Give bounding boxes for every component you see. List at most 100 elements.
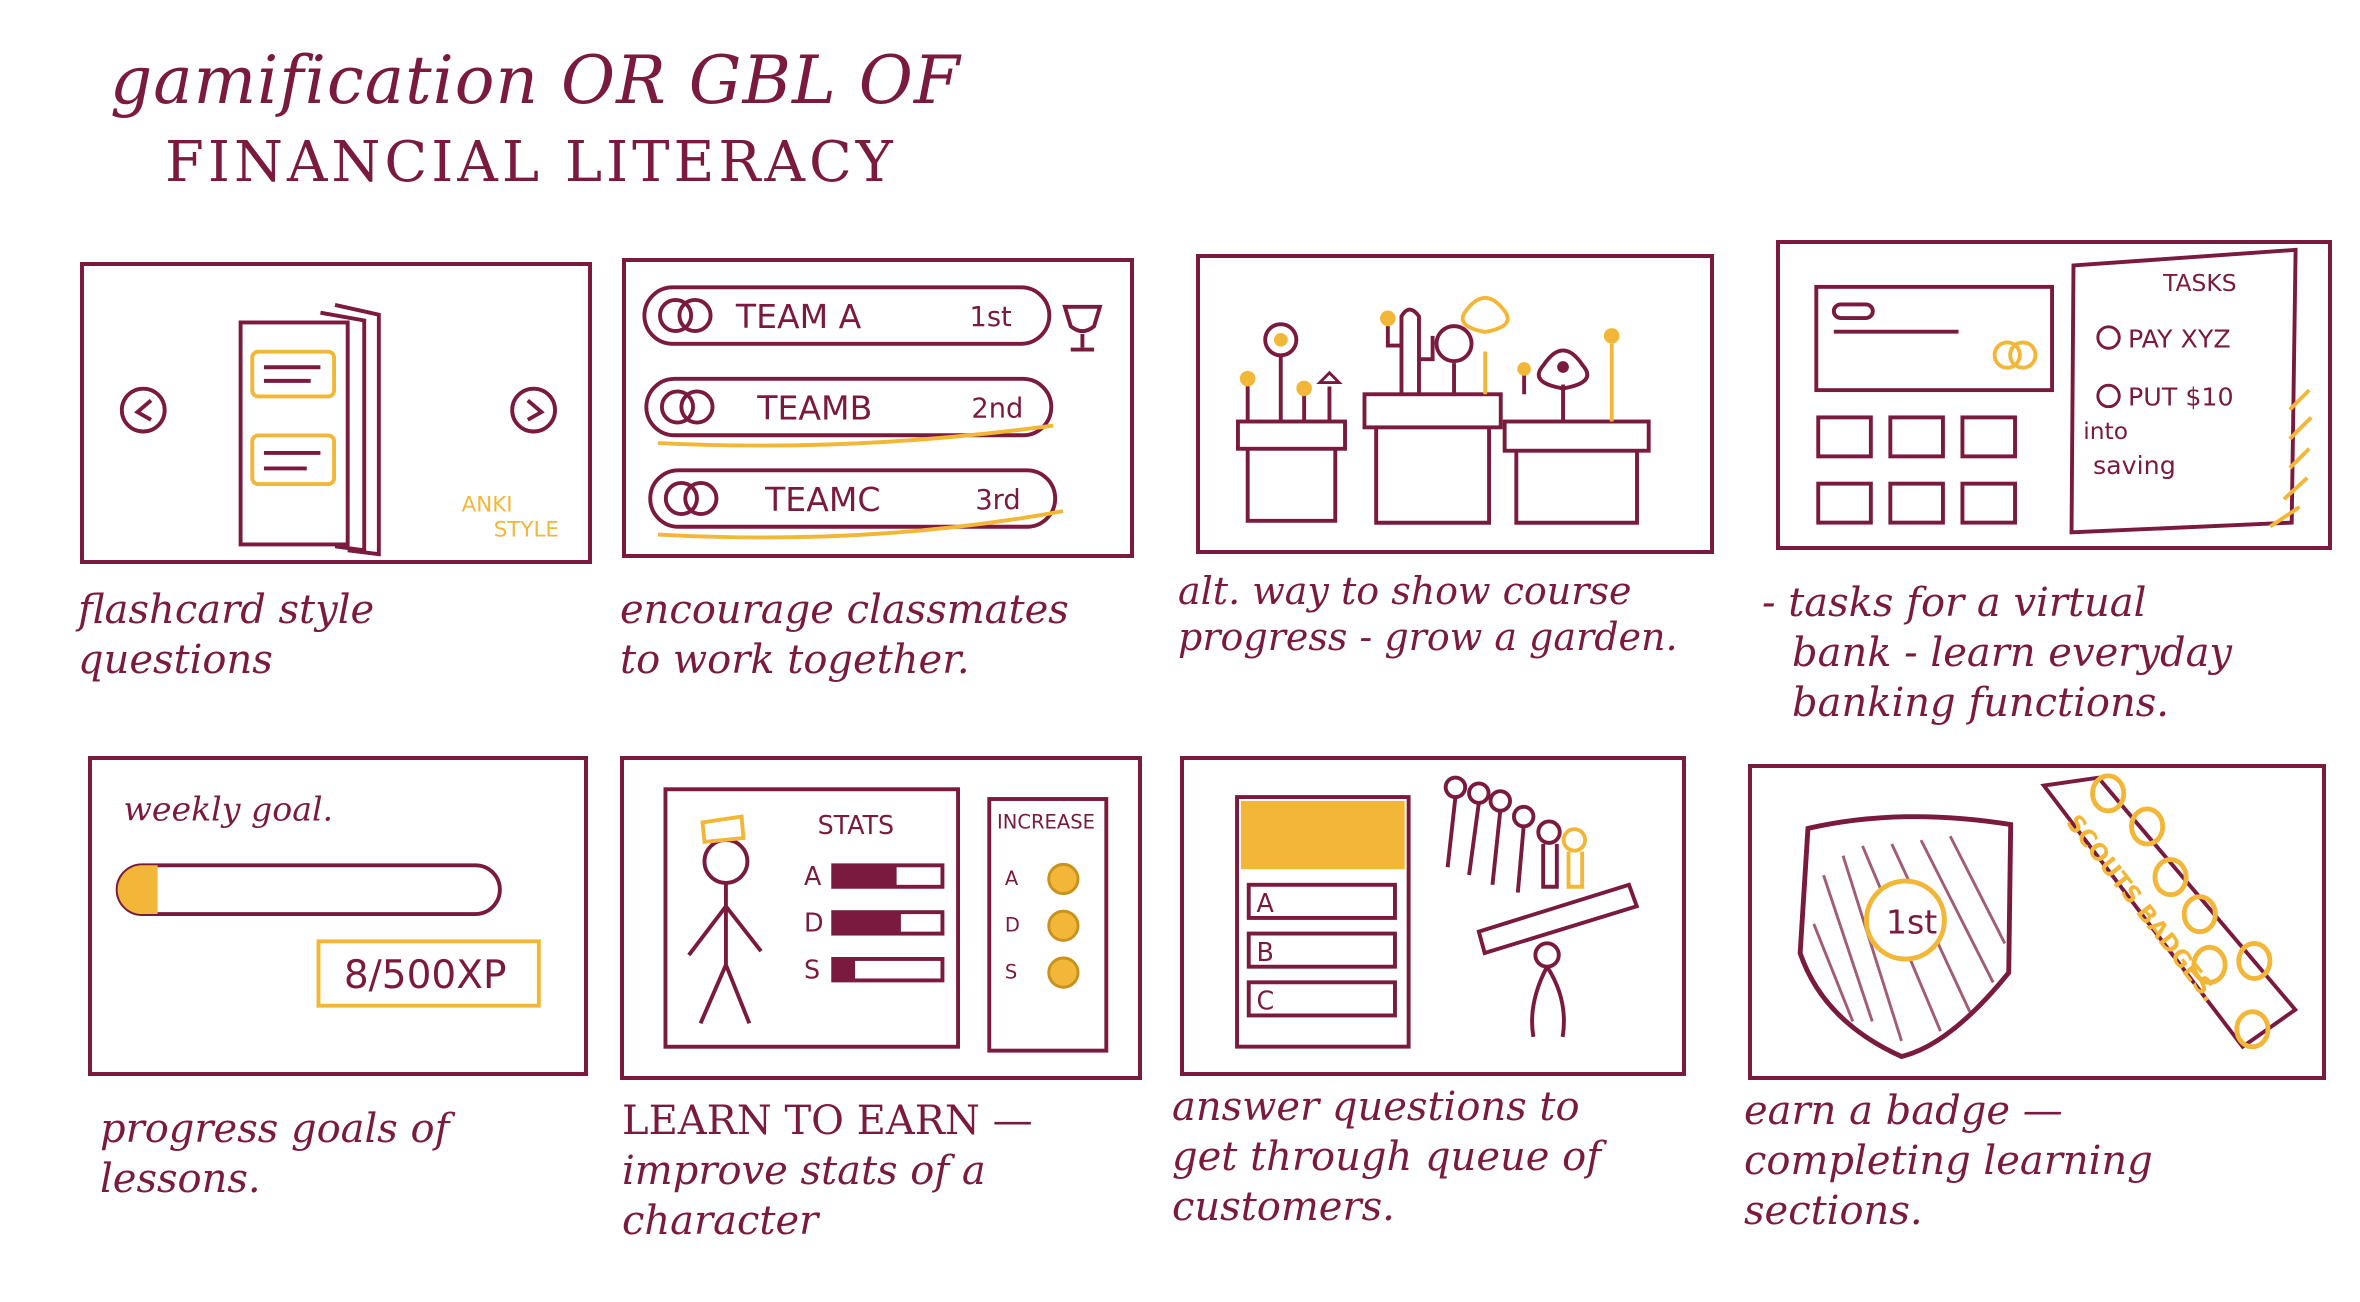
quiz-option: C (1246, 980, 1397, 1018)
task-2-line-1: PUT $10 (2128, 382, 2234, 412)
increase-label: A (1005, 867, 1019, 890)
caption-weekly-goal: progress goals of lessons. (100, 1104, 449, 1204)
title-line-2: FINANCIAL LITERACY (165, 130, 897, 195)
bank-tile (1816, 481, 1873, 525)
counter-desk (1476, 882, 1640, 956)
stat-label: S (804, 954, 820, 984)
badge-coin-icon (2236, 941, 2273, 981)
increase-title: INCREASE (997, 810, 1095, 833)
stat-label: D (804, 908, 824, 938)
teams-sketch: TEAM A 1st TEAMB 2nd TEAMC 3rd (642, 285, 1103, 540)
caption-line: LEARN TO EARN — (622, 1098, 1033, 1144)
page-title: gamification OR GBL OF FINANCIAL LITERAC… (110, 40, 1010, 204)
card-stack-back (334, 303, 381, 557)
caption-line: - tasks for a virtual (1762, 580, 2147, 626)
flower-icon (1296, 380, 1312, 422)
caption-line: get through queue of (1172, 1134, 1602, 1180)
team-rank: 1st (969, 302, 1012, 333)
flower-icon (1239, 370, 1256, 422)
stats-title: STATS (818, 810, 895, 840)
panel-stats: STATS A D S INCREASE A D S (620, 756, 1142, 1080)
team-rank: 2nd (971, 394, 1023, 425)
quiz-option: A (1246, 882, 1397, 920)
flashcard-answer-box (250, 433, 336, 487)
cashier-icon (1530, 941, 1566, 1038)
team-row: TEAMC 3rd (648, 468, 1064, 540)
bank-tile (1888, 481, 1945, 525)
anki-tag-line-2: STYLE (494, 518, 559, 543)
badge-coin-icon (2152, 857, 2189, 898)
team-row: TEAMB 2nd (644, 376, 1054, 448)
badge-coins (2090, 773, 2273, 1050)
flower-icon (1460, 295, 1510, 395)
character-card (663, 787, 960, 1049)
anki-tag-line-1: ANKI (462, 492, 513, 517)
panel-queue: A B C (1180, 756, 1686, 1076)
bank-tile (1960, 415, 2017, 459)
bank-sketch: TASKS PAY XYZ PUT $10 into saving (1814, 247, 2313, 535)
increase-card (987, 797, 1109, 1053)
badge-coin-icon (2090, 773, 2127, 814)
panel-bank: TASKS PAY XYZ PUT $10 into saving (1776, 240, 2332, 550)
panel-flashcards: ANKI STYLE (80, 262, 592, 564)
tasks-title: TASKS (2162, 269, 2236, 297)
caption-teams: encourage classmates to work together. (620, 585, 1069, 685)
caption-line: progress - grow a garden. (1178, 615, 1678, 659)
flower-icon (1434, 324, 1474, 395)
weekly-goal-sketch: weekly goal. 8/500XP (115, 789, 541, 1008)
planter-middle (1362, 392, 1503, 430)
title-line-1: gamification OR GBL OF (110, 42, 961, 119)
caption-line: flashcard style (78, 587, 375, 633)
caption-line: alt. way to show course (1178, 569, 1632, 613)
shield-label: 1st (1886, 903, 1937, 942)
flower-icon (1263, 322, 1299, 422)
stat-bar-fill (833, 958, 856, 981)
flower-icon (1537, 348, 1590, 422)
stat-row: A (804, 861, 945, 891)
garden-sketch (1236, 295, 1651, 525)
prev-arrow-icon (119, 386, 167, 434)
account-card (1814, 284, 2054, 393)
caption-garden: alt. way to show course progress - grow … (1178, 568, 1678, 660)
trophy-icon (1062, 304, 1103, 352)
stat-row: S (804, 954, 945, 984)
coin-icon (1047, 909, 1080, 942)
caption-line: bank - learn everyday (1792, 630, 2233, 676)
badges-sketch: 1st SCOUTS BADGES. (1797, 773, 2299, 1060)
panel-weekly-goal: weekly goal. 8/500XP (88, 756, 588, 1076)
medal-icon (1863, 878, 1947, 962)
caption-line: lessons. (100, 1156, 261, 1202)
stat-row: D (804, 908, 945, 938)
flower-icon (1603, 328, 1620, 422)
coin-icon (1992, 340, 2022, 370)
next-arrow-icon (510, 386, 557, 434)
queue-sketch: A B C (1235, 775, 1640, 1049)
planter-left (1236, 419, 1347, 451)
task-1: PAY XYZ (2128, 323, 2231, 353)
badge-coin-icon (2234, 1009, 2271, 1050)
panel-badges: 1st SCOUTS BADGES. (1748, 764, 2326, 1080)
task-number-icon (2096, 325, 2121, 350)
caption-line: to work together. (620, 637, 970, 683)
quiz-option-label: A (1257, 888, 1275, 918)
task-2-line-3: saving (2093, 450, 2176, 480)
caption-bank: - tasks for a virtual bank - learn every… (1762, 578, 2232, 728)
xp-progress-track (115, 863, 502, 916)
caption-line: completing learning (1744, 1138, 2153, 1184)
coin-icon (1047, 862, 1080, 896)
increase-label: S (1005, 960, 1017, 983)
quiz-question-box (1240, 800, 1405, 870)
caption-line: customers. (1172, 1184, 1395, 1230)
xp-progress-fill (117, 865, 158, 915)
flower-icon (1316, 370, 1343, 422)
task-number-icon (2096, 383, 2121, 409)
quiz-card (1235, 795, 1411, 1049)
xp-label-box (316, 939, 541, 1008)
increase-label: D (1005, 914, 1020, 937)
caption-stats: LEARN TO EARN — improve stats of a chara… (622, 1096, 1033, 1246)
caption-line: progress goals of (100, 1106, 450, 1152)
planter-right (1502, 419, 1651, 453)
bank-tile (1888, 415, 1945, 459)
quiz-option-label: B (1257, 937, 1274, 967)
caption-line: questions (78, 637, 273, 683)
